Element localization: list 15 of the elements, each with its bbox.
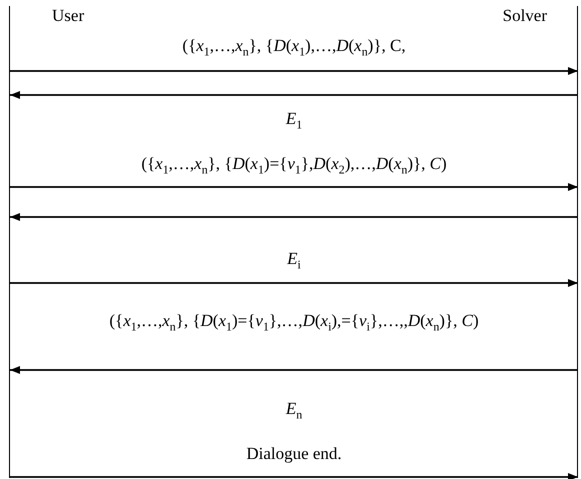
message-arrow <box>10 67 578 75</box>
message-arrow <box>10 279 578 287</box>
message-arrow <box>10 473 578 479</box>
edge-label: E$_{i}$ <box>285 250 303 272</box>
participant-label: Solver <box>502 6 547 26</box>
edge-label: ({x$_{1}$,…,x$_{n}$}, {D(x$_{1}$)={v$_{1}$},…,D(x$_{i}$),={v$_{i}$},…,,D(x$_{n}$)}, C) <box>107 312 481 334</box>
edge-label: E$_{1}$ <box>284 110 304 132</box>
participant-label: User <box>52 6 84 26</box>
message-arrow <box>10 183 578 191</box>
edge-label: ({x$_{1}$,…,x$_{n}$}, {D(x$_{1}$)={v$_{1}$},D(x$_{2}$),…,D(x$_{n}$)}, C) <box>139 155 449 176</box>
message-arrow <box>10 213 578 221</box>
message-arrow <box>10 91 578 99</box>
edge-label: ({x$_{1}$,…,x$_{n}$}, {D(x$_{1}$),…,D(x$_{n}$)}, C, <box>180 37 408 58</box>
message-arrow <box>10 366 578 374</box>
edge-label: E$_{n}$ <box>284 400 304 422</box>
